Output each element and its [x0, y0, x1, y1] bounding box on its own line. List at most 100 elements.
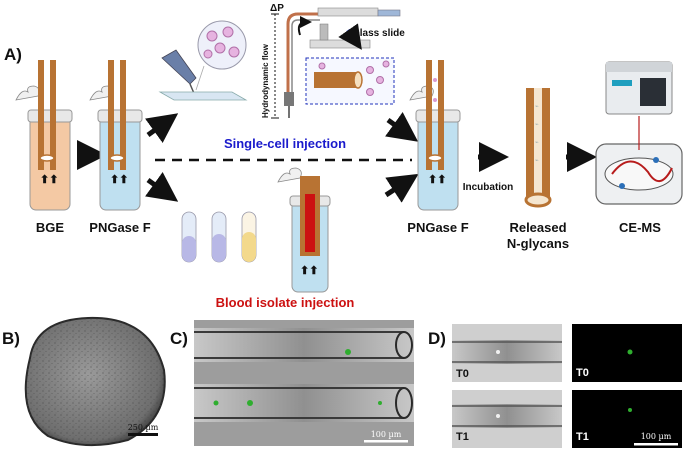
stage-slide-top	[377, 9, 401, 17]
blood-electrode-cap	[277, 167, 302, 183]
blood-isolate-vial: ⬆⬆	[277, 167, 331, 293]
glass-slide-label: Glass slide	[352, 28, 405, 39]
interface-bead-a	[619, 183, 625, 189]
pngase-vial-left: ⬆⬆	[89, 60, 143, 211]
tube-2-fill	[212, 234, 226, 262]
scale-label-c: 100 µm	[371, 430, 402, 439]
glass-slide-small	[158, 91, 248, 101]
capillary-lower	[194, 384, 414, 422]
pngase-left-capillary-b	[120, 60, 126, 170]
pngase-left-capillary-tip	[109, 154, 125, 162]
stage-arm-bottom	[309, 39, 371, 49]
bge-up-arrows: ⬆⬆	[40, 174, 58, 186]
capillary-upper	[194, 328, 414, 362]
hydro-flow-label: Hydrodynamic flow	[261, 43, 270, 118]
pngase-left-capillary-a	[108, 60, 114, 170]
pngase-vial-right: ⬆⬆	[409, 60, 461, 211]
ce-ms-interface	[595, 116, 683, 205]
pngase-right-capillary-a	[426, 60, 432, 170]
fluorescence-t1-cell	[628, 408, 632, 412]
pngase-left-up-arrows: ⬆⬆	[110, 174, 128, 186]
bge-capillary-left	[38, 60, 44, 170]
brightfield-t1-label: T1	[456, 431, 469, 443]
capillary-tubing-inner	[291, 19, 320, 92]
glycan-mark-1: ⌁	[535, 104, 539, 110]
delta-p-ticks	[271, 13, 279, 119]
closeup-capillary-end	[353, 71, 363, 89]
bge-electrode-cap	[15, 85, 40, 101]
pipette-slide-illustration	[158, 49, 248, 101]
fluorescence-t0	[572, 324, 682, 382]
ms-screen	[640, 78, 666, 106]
label-ce-ms: CE-MS	[619, 220, 661, 235]
scale-label-b: 250 µm	[128, 423, 159, 432]
blood-sample-tubes	[181, 211, 257, 263]
incubation-label: Incubation	[463, 182, 514, 193]
blood-sample-plug	[305, 194, 315, 252]
capillary-upper-end	[395, 331, 413, 359]
bge-vial: ⬆⬆	[15, 60, 73, 211]
tube-1-fill	[182, 236, 196, 262]
outlet-holder	[284, 92, 294, 106]
fluor-cell-c3	[247, 400, 253, 406]
mass-spectrometer	[605, 61, 673, 115]
panel-a-label: A)	[4, 45, 22, 64]
label-pngase-right: PNGase F	[407, 220, 468, 235]
panel-d-label: D)	[428, 329, 446, 348]
glass-slide-arrow	[338, 23, 362, 50]
label-released-line2: N-glycans	[507, 236, 569, 251]
label-bge: BGE	[36, 220, 65, 235]
fluor-cell-c1	[345, 349, 351, 355]
glycan-mark-4: ⌁	[535, 158, 539, 164]
glycan-mark-2: ⌁	[535, 122, 539, 128]
blood-isolate-injection-label: Blood isolate injection	[216, 295, 355, 310]
pngase-right-cell-b	[433, 98, 437, 102]
released-capillary: ⌁ ⌁ ⌁ ⌁	[524, 88, 552, 208]
stage-arm-top	[317, 7, 379, 17]
stage-post	[319, 23, 329, 41]
pngase-right-capillary-tip	[427, 154, 443, 162]
capillary-lower-end	[395, 387, 413, 419]
pngase-right-capillary-b	[438, 60, 444, 170]
capillary-tubing	[286, 12, 320, 92]
scale-bar-d	[634, 443, 678, 446]
label-released-line1: Released	[509, 220, 566, 235]
cell-micrograph-texture	[25, 317, 165, 446]
capillary-lower-walls	[194, 387, 404, 419]
arrow-blood-to-pngase	[384, 173, 419, 203]
fluor-cell-c2	[213, 400, 219, 406]
scale-label-d: 100 µm	[641, 432, 672, 441]
bge-capillary-tip	[39, 154, 55, 162]
interface-bead-b	[653, 157, 659, 163]
fluor-cell-c4	[378, 401, 382, 405]
pngase-right-cell-a	[433, 78, 437, 82]
brightfield-t0-label: T0	[456, 368, 469, 380]
fluorescence-t1	[572, 390, 682, 448]
closeup-cells	[318, 60, 390, 96]
pipette-body	[161, 49, 197, 85]
cell-zoom-cells	[203, 26, 240, 59]
arrow-to-blood-isolate	[145, 172, 179, 202]
ms-indicator	[612, 80, 632, 86]
capillary-upper-walls	[194, 331, 404, 359]
interface-capillary	[611, 160, 673, 182]
brightfield-t0-capillary	[452, 340, 562, 364]
pngase-right-up-arrows: ⬆⬆	[428, 174, 446, 186]
glycan-mark-3: ⌁	[535, 140, 539, 146]
label-pngase-left: PNGase F	[89, 220, 150, 235]
delta-p-label: ΔP	[270, 3, 284, 14]
scale-bar-c	[364, 440, 408, 443]
released-capillary-end	[524, 192, 552, 208]
closeup-capillary	[314, 72, 358, 88]
released-capillary-lumen	[534, 88, 542, 200]
panel-c-label: C)	[170, 329, 188, 348]
tube-3-fill	[242, 232, 256, 262]
bge-capillary-right	[50, 60, 56, 170]
interface-chamber	[604, 157, 674, 191]
brightfield-t1-cell	[496, 414, 500, 418]
brightfield-t1-capillary	[452, 404, 562, 428]
ms-top	[606, 62, 672, 72]
fluorescence-t0-label: T0	[576, 367, 589, 379]
brightfield-t0-cell	[496, 350, 500, 354]
single-cell-injection-label: Single-cell injection	[224, 136, 346, 151]
